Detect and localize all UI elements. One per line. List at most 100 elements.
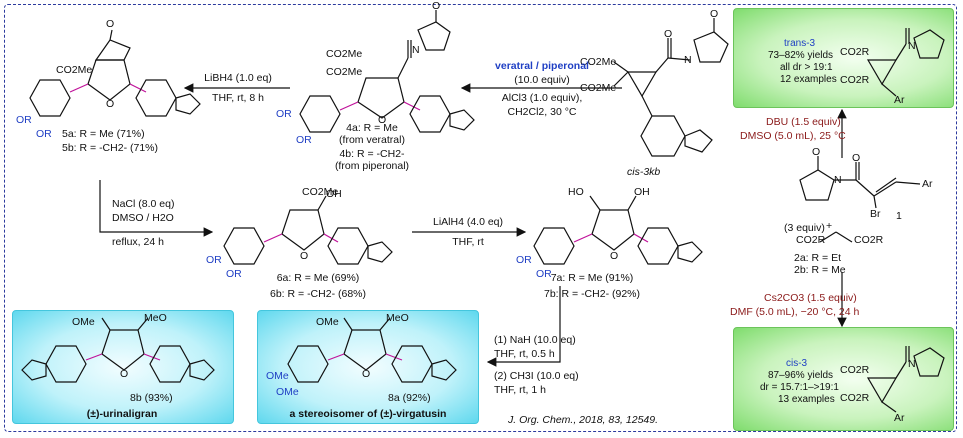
- group-co2me-5: CO2Me: [56, 64, 93, 76]
- label-8a: 8a (92%): [388, 392, 431, 404]
- label-7b: 7b: R = -CH2- (92%): [544, 288, 640, 300]
- atom-o-8a-ring: O: [362, 368, 371, 380]
- structure-6: [223, 195, 393, 265]
- group-meo-8a: MeO: [386, 312, 409, 324]
- cond-lialh4-thf: THF, rt: [452, 236, 484, 248]
- cond-cs2co3: Cs2CO3 (1.5 equiv): [764, 292, 857, 304]
- label-8a-name: a stereoisomer of (±)-virgatusin: [289, 408, 447, 420]
- cond-aldehyde: veratral / piperonal: [495, 60, 589, 72]
- atom-o-7-ring: O: [610, 250, 619, 262]
- structure-8a: [287, 317, 457, 383]
- atom-n-1: N: [834, 174, 842, 186]
- cond-nacl-solvent: DMSO / H2O: [112, 212, 174, 224]
- label-8b-name: (±)-urinaligran: [86, 408, 158, 420]
- atom-o-3kb: O: [664, 28, 673, 40]
- label-2-equiv: (3 equiv): [784, 222, 825, 234]
- label-5a: 5a: R = Me (71%): [62, 128, 145, 140]
- trans3-examples: 12 examples: [780, 74, 837, 85]
- cond-nacl: NaCl (8.0 eq): [112, 198, 175, 210]
- cis3-title: cis-3: [786, 358, 808, 369]
- group-ome-8a: OMe: [316, 316, 339, 328]
- cond-dbu-dmso: DMSO (5.0 mL), 25 °C: [740, 130, 846, 142]
- virgatusin-panel: [257, 310, 479, 424]
- cond-cs2co3-dmf: DMF (5.0 mL), −20 °C, 24 h: [730, 306, 860, 318]
- group-meo-8b: MeO: [144, 312, 167, 324]
- group-ome-8a-ar1: OMe: [266, 370, 289, 382]
- trans3-dr: all dr > 19:1: [780, 62, 833, 73]
- group-or-6a: OR: [206, 254, 222, 266]
- cond-lialh4: LiAlH4 (4.0 eq): [432, 216, 504, 228]
- label-6b: 6b: R = -CH2- (68%): [270, 288, 366, 300]
- group-co2me-6: CO2Me: [302, 186, 339, 198]
- group-co2r-2b: CO2R: [796, 234, 826, 246]
- cond-nacl-reflux: reflux, 24 h: [112, 236, 164, 248]
- label-cis-3kb: cis-3kb: [627, 166, 661, 178]
- cond-ch3i-thf: THF, rt, 1 h: [494, 384, 546, 396]
- atom-o-6-ring: O: [300, 250, 309, 262]
- cond-dbu: DBU (1.5 equiv): [766, 116, 841, 128]
- arrow-5-to-6: [99, 180, 214, 237]
- structure-trans-3: [866, 28, 945, 97]
- label-8b: 8b (93%): [130, 392, 173, 404]
- group-or-6b: OR: [226, 268, 242, 280]
- group-ome-8a-ar2: OMe: [276, 386, 299, 398]
- structure-5: [29, 29, 201, 117]
- atom-o-1b: O: [852, 152, 861, 164]
- atom-br-1: Br: [870, 208, 881, 220]
- cond-aldehyde-equiv: (10.0 equiv): [514, 74, 570, 86]
- group-or-7a: OR: [516, 254, 532, 266]
- structure-7: [533, 195, 703, 265]
- group-oh-7: OH: [634, 186, 650, 198]
- label-4b: 4b: R = -CH2-: [339, 148, 405, 160]
- reference: J. Org. Chem., 2018, 83, 12549.: [508, 414, 659, 426]
- atom-o-1: O: [812, 146, 821, 158]
- group-or-4b: OR: [296, 134, 312, 146]
- atom-n-cis: N: [908, 358, 916, 370]
- cis3-examples: 13 examples: [778, 394, 835, 405]
- label-5b: 5b: R = -CH2- (71%): [62, 142, 158, 154]
- cond-nah: (1) NaH (10.0 eq): [494, 334, 576, 346]
- cond-alcl3: AlCl3 (1.0 equiv),: [501, 92, 583, 104]
- group-co2me-4a: CO2Me: [326, 48, 363, 60]
- label-1: 1: [896, 210, 902, 222]
- cis3-dr: dr = 15.7:1–>19:1: [760, 382, 839, 393]
- group-or-5b: OR: [36, 128, 52, 140]
- group-co2r-2a: CO2R: [854, 234, 884, 246]
- cis3-panel: [733, 327, 954, 431]
- atom-o-5-ring: O: [106, 98, 115, 110]
- urinaligran-panel: [12, 310, 234, 424]
- group-co2me-a: CO2Me: [580, 56, 617, 68]
- cond-ch2cl2: CH2Cl2, 30 °C: [507, 106, 577, 118]
- label-7a: 7a: R = Me (91%): [550, 272, 634, 284]
- group-ar-trans: Ar: [894, 94, 905, 106]
- structure-4: [299, 10, 475, 133]
- trans3-panel: [733, 8, 954, 108]
- label-2a: 2a: R = Et: [794, 252, 841, 264]
- label-4a: 4a: R = Me: [346, 122, 398, 134]
- group-co2me-4b: CO2Me: [326, 66, 363, 78]
- structure-cis-3kb: [613, 18, 729, 157]
- atom-o-5-carbonyl: O: [106, 18, 115, 30]
- trans3-title: trans-3: [784, 38, 816, 49]
- atom-o-8b-ring: O: [120, 368, 129, 380]
- group-co2r-trans-a: CO2R: [840, 46, 870, 58]
- group-ar-cis: Ar: [894, 412, 905, 424]
- group-co2r-trans-b: CO2R: [840, 74, 870, 86]
- group-co2r-cis-b: CO2R: [840, 392, 870, 404]
- structure-cis-3: [866, 346, 945, 413]
- structure-1: [799, 156, 921, 243]
- atom-o-4-top: O: [432, 0, 441, 12]
- atom-n-trans: N: [908, 40, 916, 52]
- group-co2r-cis-a: CO2R: [840, 364, 870, 376]
- arrow-7-to-8: [486, 286, 561, 367]
- group-ho-7: HO: [568, 186, 584, 198]
- atom-n-4: N: [412, 44, 420, 56]
- cond-libh4-thf: THF, rt, 8 h: [212, 92, 264, 104]
- group-co2me-b: CO2Me: [580, 82, 617, 94]
- plus-sign: +: [826, 220, 833, 232]
- group-or-5a: OR: [16, 114, 32, 126]
- label-2b: 2b: R = Me: [794, 264, 846, 276]
- group-or-4: OR: [276, 108, 292, 120]
- group-or-7b: OR: [536, 268, 552, 280]
